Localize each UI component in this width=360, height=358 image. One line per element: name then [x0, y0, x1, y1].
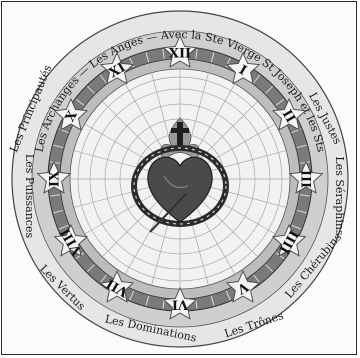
hour-numeral: VI	[172, 297, 189, 312]
hour-numeral: IX	[48, 170, 63, 187]
hour-numeral: XII	[169, 47, 191, 62]
ring-label-seraphins: Les Séraphins	[333, 156, 346, 236]
ring-label-puissances: Les Puissances	[23, 154, 36, 239]
hour-numeral: III	[298, 170, 313, 188]
